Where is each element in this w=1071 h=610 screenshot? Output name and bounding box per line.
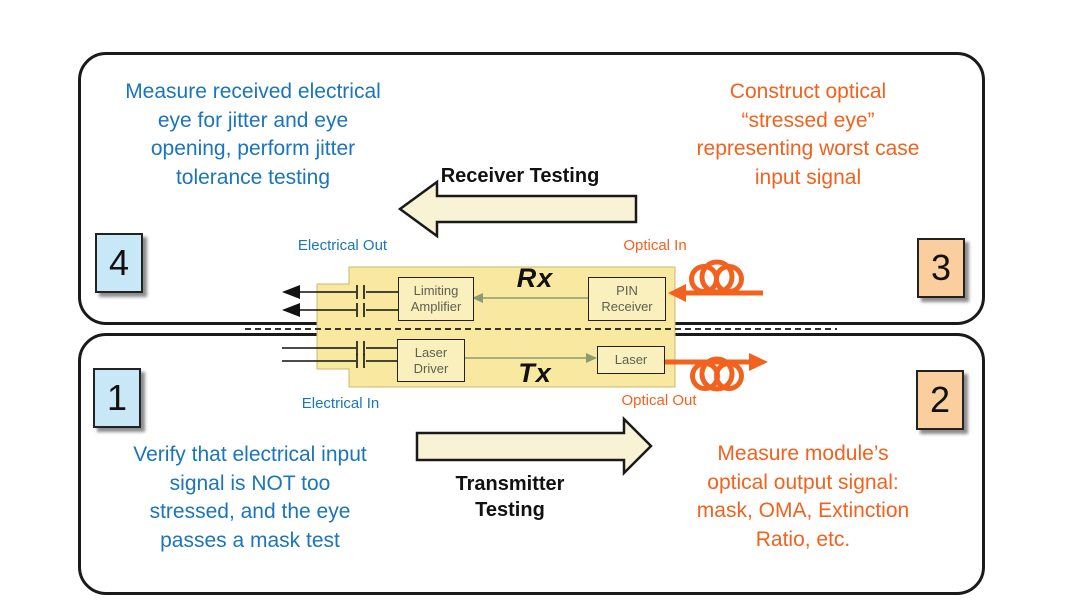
- fiber-coil-icon: [690, 356, 744, 392]
- step-badge-1: 1: [93, 368, 141, 428]
- step-number: 3: [930, 247, 952, 288]
- optical-in-label: Optical In: [623, 237, 687, 254]
- laser-box: Laser: [597, 346, 665, 374]
- step2-note: Measure module’s optical output signal: …: [696, 442, 910, 551]
- step-number: 2: [929, 379, 951, 420]
- step-badge-4: 4: [95, 233, 143, 293]
- optical-in-fiber-arrow: [668, 259, 763, 302]
- step-number: 4: [108, 242, 130, 283]
- optical-out-fiber-arrow: [663, 353, 768, 392]
- step-number: 1: [106, 377, 128, 418]
- tx-internal-arrow: [463, 353, 597, 363]
- electrical-in-lines: [282, 341, 397, 368]
- fiber-coil-icon: [689, 259, 744, 295]
- rx-path-label: Rx: [516, 263, 554, 293]
- transmitter-testing-arrow: [415, 415, 653, 477]
- receiver-testing-label: Receiver Testing: [440, 165, 600, 187]
- electrical-out-label: Electrical Out: [297, 237, 388, 254]
- electrical-out-lines: [282, 285, 398, 317]
- laser-driver-box: Laser Driver: [397, 339, 465, 382]
- step4-note: Measure received electrical eye for jitt…: [125, 80, 381, 189]
- step1-note: Verify that electrical input signal is N…: [133, 443, 367, 552]
- step-badge-3: 3: [917, 238, 965, 298]
- limiting-amplifier-box: Limiting Amplifier: [398, 277, 474, 321]
- optical-out-label: Optical Out: [621, 392, 697, 409]
- electrical-in-label: Electrical In: [301, 395, 380, 412]
- transmitter-testing-label: Transmitter Testing: [455, 473, 565, 521]
- pin-receiver-box: PIN Receiver: [588, 277, 666, 321]
- step-badge-2: 2: [916, 370, 964, 430]
- step3-note: Construct optical “stressed eye” represe…: [696, 80, 920, 189]
- receiver-testing-arrow: [397, 179, 638, 239]
- tx-path-label: Tx: [518, 358, 552, 388]
- rx-internal-arrow: [472, 293, 588, 303]
